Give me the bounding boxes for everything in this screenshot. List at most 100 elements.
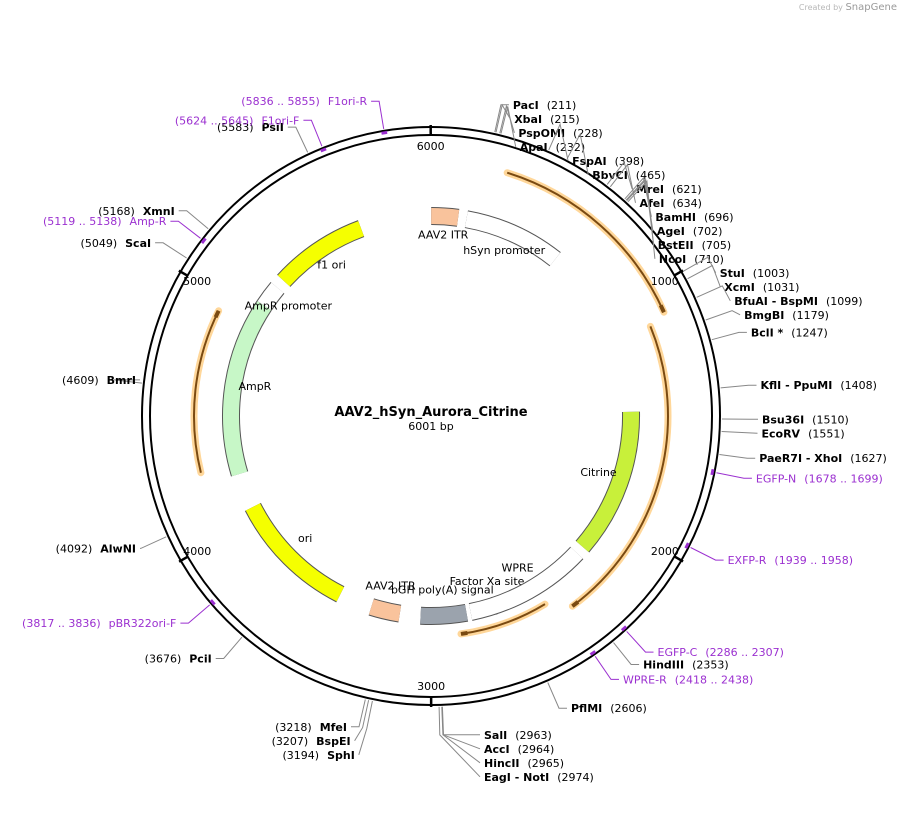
feature-label-citrine: Citrine [580,466,617,479]
site-leader-xbai [495,103,511,133]
site-afei: AfeI(634) [640,197,702,210]
site-alwni: (4092)AlwNI [56,542,136,555]
primer-mark-egfp-n [710,468,715,476]
ruler-tick-label-1000: 1000 [651,275,679,288]
feature-label-aav2-itr: AAV2 ITR [418,228,469,241]
site-leader-pcii [215,636,243,659]
primer-leader-exfp-r [690,547,724,561]
site-sphi: (3194)SphI [282,749,354,762]
primer-f1ori-r: (5836 .. 5855)F1ori-R [241,95,367,108]
orf-arrowhead [213,309,221,319]
primer-wpre-r: WPRE-R(2418 .. 2438) [623,673,753,686]
orf-line [571,326,669,608]
primer-leader-wpre-r [594,656,619,680]
ruler-tick-1000 [673,269,684,277]
site-stui: StuI(1003) [720,267,790,280]
ruler-tick-label-5000: 5000 [183,275,211,288]
site-leader-hindiii [613,642,640,665]
site-leader-alwni [140,536,167,549]
site-leader-fspai [548,122,569,161]
site-bmgbi: BmgBI(1179) [744,309,829,322]
feature-label-bgh-poly-a-signal: bGH poly(A) signal [391,584,494,597]
site-leader-mrei [606,161,633,189]
site-pspomi: PspOMI(228) [518,127,602,140]
feature-label-hsyn-promoter: hSyn promoter [463,244,545,257]
primer-leader-egfp-n [716,472,752,479]
primer-mark-exfp-r [684,542,690,549]
feature-label-aav2-itr: AAV2 ITR [365,579,416,592]
site-leader-paer7i-xhoi [719,454,756,459]
site-scai: (5049)ScaI [81,237,152,250]
feature-hsyn-promoter [464,211,561,266]
feature-label-wpre: WPRE [502,562,534,575]
site-leader-apai [500,106,517,147]
site-agei: AgeI(702) [657,225,723,238]
feature-f1-ori [277,221,365,287]
feature-ampr [223,301,272,477]
site-leader-pspomi [499,104,515,134]
site-leader-mfei [351,699,366,728]
site-mfei: (3218)MfeI [275,721,347,734]
feature-aav2-itr [431,207,460,226]
ruler-tick-label-6000: 6000 [417,140,445,153]
watermark-prefix: Created by [798,3,843,12]
site-pcii: (3676)PciI [145,653,212,666]
orf-line [193,310,220,473]
site-leader-bfuai-bspmi [696,285,731,302]
site-apai: ApaI(232) [520,141,586,154]
orf-arrowhead [658,304,666,314]
primer-mark-amp-r [200,237,207,244]
site-leader-scai [155,242,187,259]
site-leader-acci [441,706,481,750]
site-bsteii: BstEII(705) [658,239,731,252]
site-hindiii: HindIII(2353) [643,659,729,672]
primer-mark-f1ori-f [320,147,327,153]
feature-ori [245,503,345,602]
primer-egfp-c: EGFP-C(2286 .. 2307) [658,646,784,659]
site-ncoi: NcoI(710) [659,253,724,266]
site-acci: AccI(2964) [484,743,554,756]
site-pflmi: PflMI(2606) [571,702,647,715]
primer-amp-r: (5119 .. 5138)Amp-R [43,215,167,228]
feature-label-ampr-promoter: AmpR promoter [245,300,333,313]
ruler-tick-label-2000: 2000 [651,545,679,558]
site-psii: (5583)PsiI [217,121,284,134]
orf-tracks [190,169,672,638]
site-hincii: HincII(2965) [484,757,564,770]
site-bamhi: BamHI(696) [655,211,733,224]
primer-egfp-n: EGFP-N(1678 .. 1699) [756,472,883,485]
site-leader-bcli [711,331,747,341]
site-leader-bmri [113,379,142,384]
primer-f1ori-f: (5624 .. 5645)F1ori-F [175,114,300,127]
site-leader-hincii [441,706,481,764]
primer-leader-pbr322ori-f [180,604,211,624]
site-leader-pflmi [547,682,567,709]
snapgene-watermark: Created by SnapGene [799,2,897,13]
site-leader-ecorv [721,431,758,434]
primer-mark-egfp-c [620,625,628,632]
site-leader-psii [287,126,309,153]
restriction-sites: PacI(211)XbaI(215)PspOMI(228)ApaI(232)Fs… [56,99,887,784]
feature-bgh-poly-a-signal [420,604,468,624]
site-bspei: (3207)BspEI [272,735,351,748]
watermark-brand: SnapGene [845,2,897,13]
primer-leader-f1ori-f [303,119,323,147]
orf-arrowhead [571,600,580,608]
feature-ampr-promoter [257,282,284,310]
site-paci: PacI(211) [513,99,576,112]
ruler-tick-label-3000: 3000 [417,680,445,693]
site-fspai: FspAI(398) [572,155,644,168]
site-leader-xmni [178,210,209,230]
site-xcmi: XcmI(1031) [724,281,799,294]
primer-exfp-r: EXFP-R(1939 .. 1958) [728,554,853,567]
site-leader-sphi [358,700,373,755]
primer-mark-pbr322ori-f [209,599,216,606]
primer-pbr322ori-f: (3817 .. 3836)pBR322ori-F [22,617,176,630]
site-bfuai-bspmi: BfuAI - BspMI(1099) [734,295,862,308]
site-bsu36i: Bsu36I(1510) [762,413,849,426]
feature-label-ori: ori [298,532,312,545]
primer-sites: EGFP-N(1678 .. 1699) EXFP-R(1939 .. 1958)… [22,95,883,686]
ruler-tick-4000 [178,555,189,563]
